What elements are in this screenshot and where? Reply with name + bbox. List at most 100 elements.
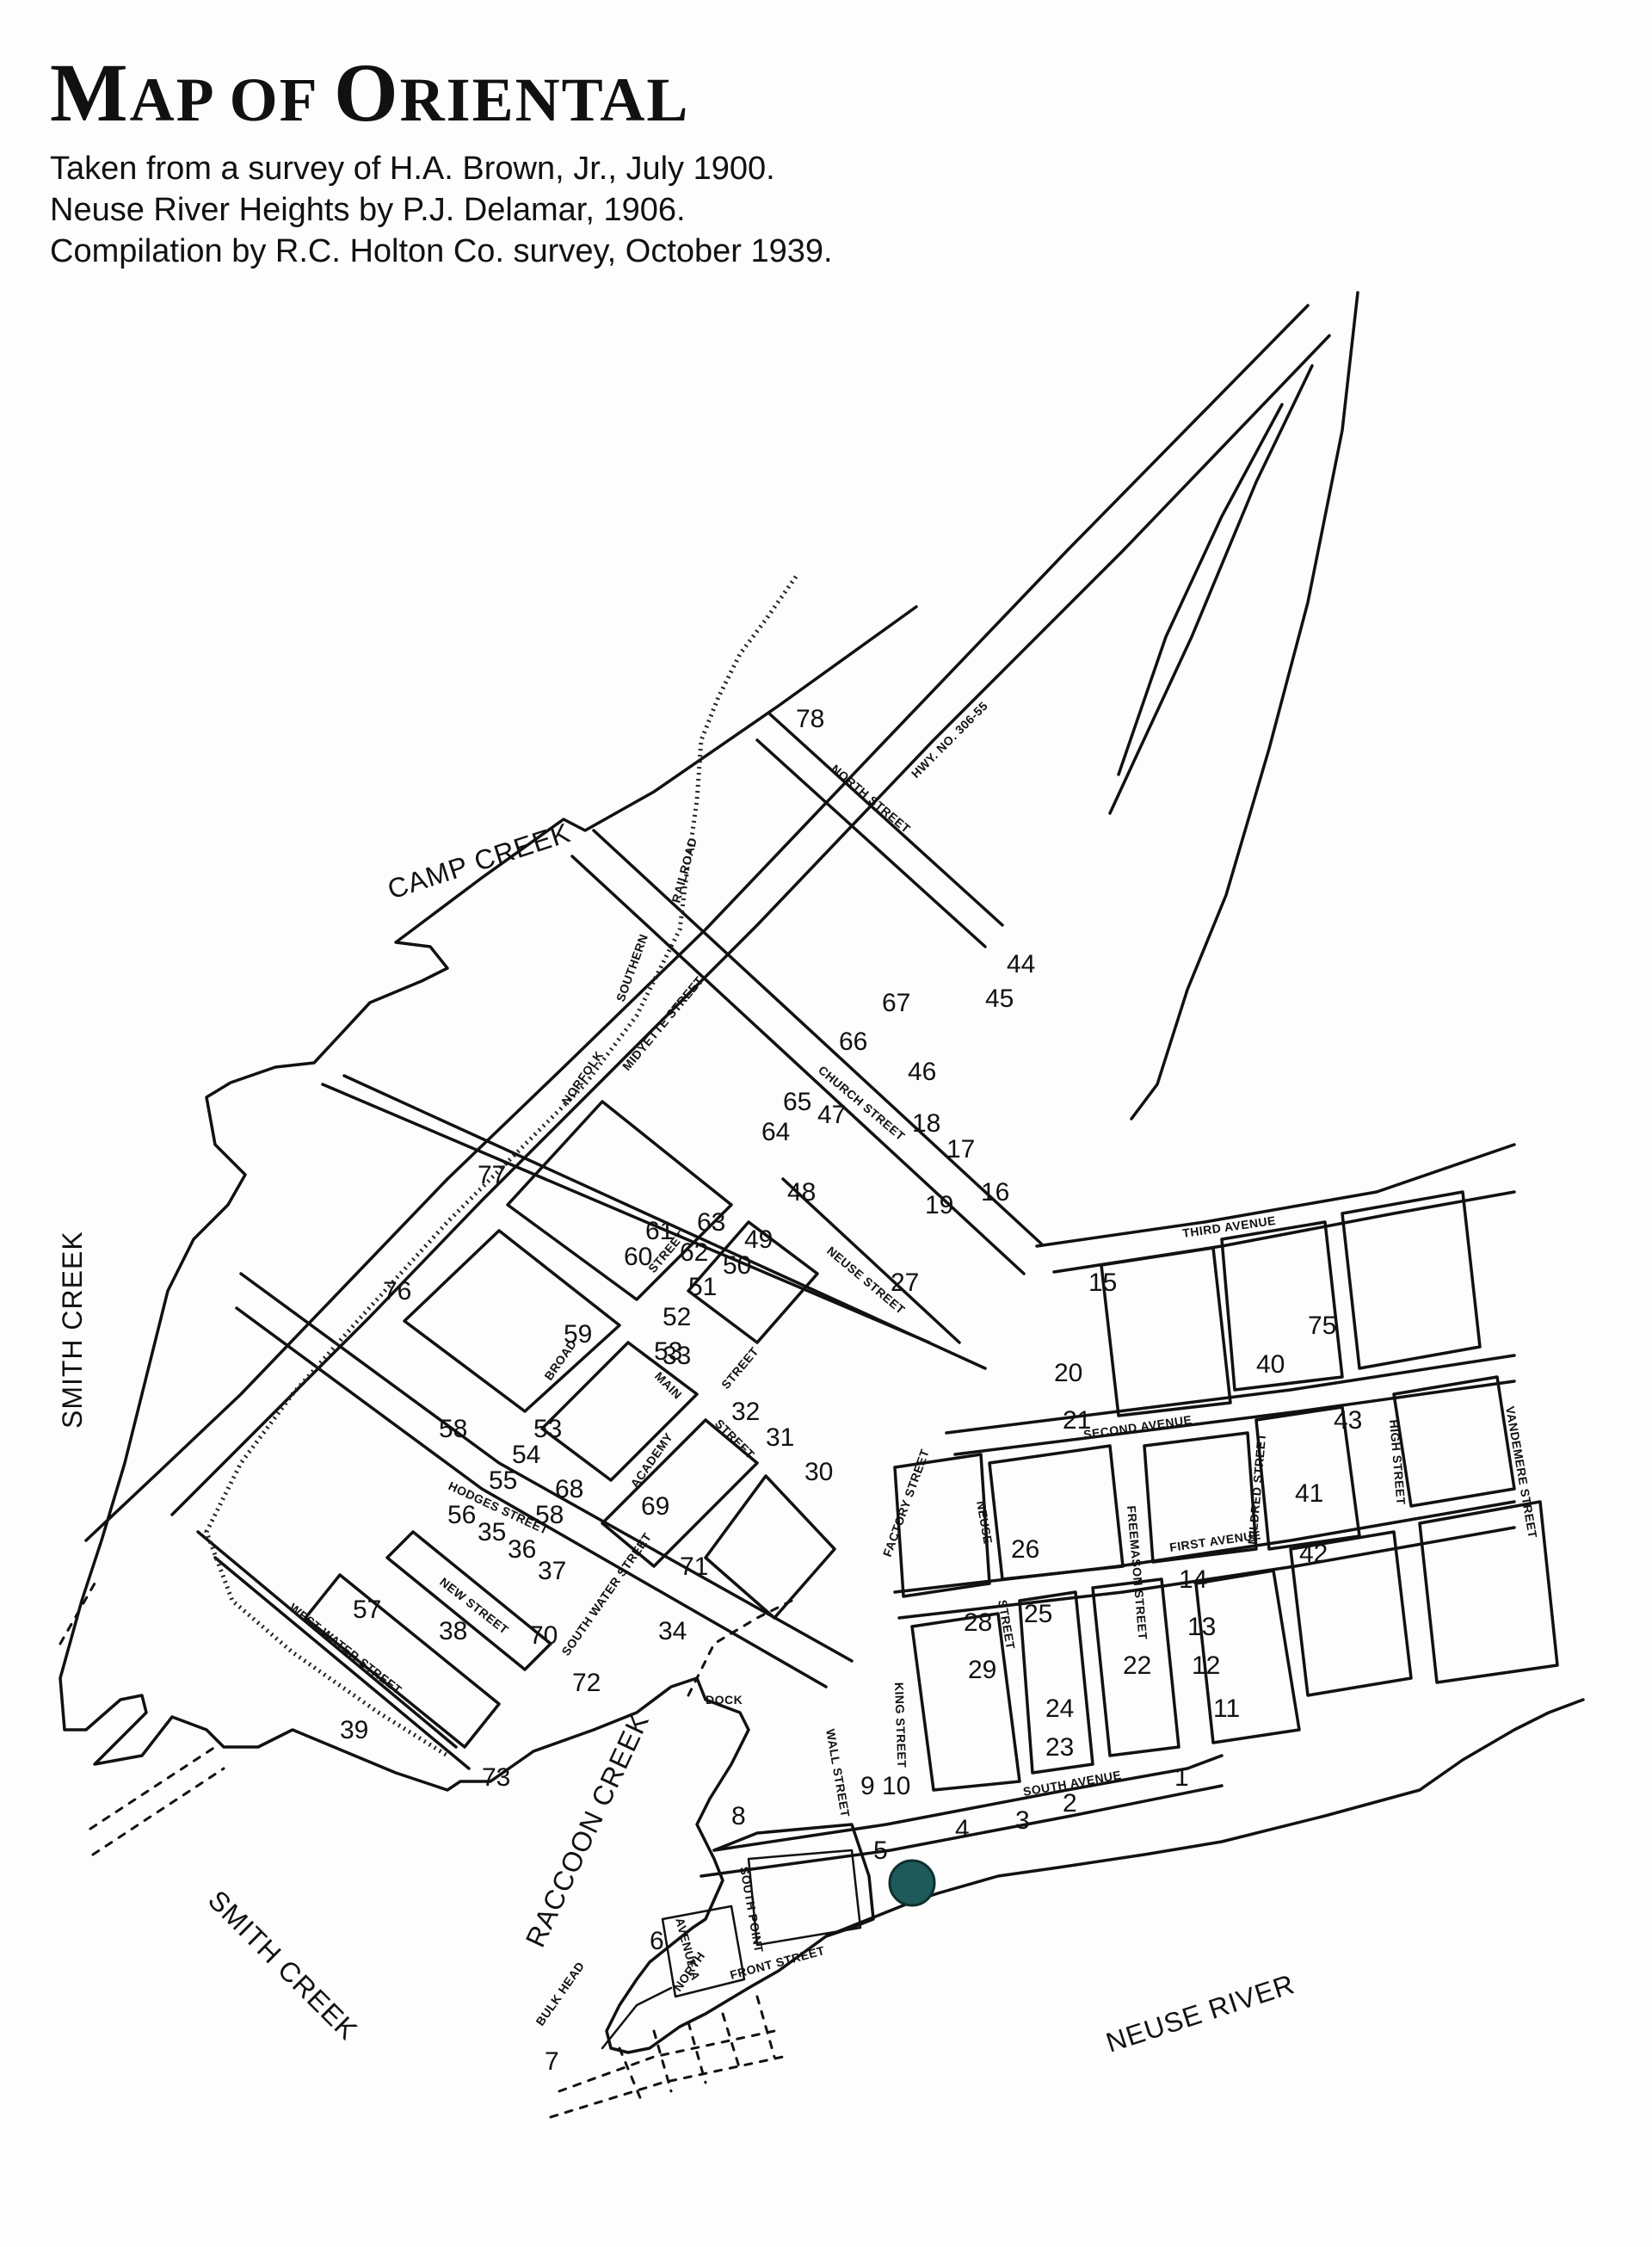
lot-number-44: 44 xyxy=(1007,950,1035,978)
block-inner-north xyxy=(506,1100,733,1301)
street-label-factory-street: FACTORY STREET xyxy=(880,1448,932,1559)
lot-number-7: 7 xyxy=(545,2047,559,2076)
block-west-2 xyxy=(540,1341,699,1482)
lot-number-43: 43 xyxy=(1334,1406,1362,1435)
lot-number-11: 11 xyxy=(1213,1695,1240,1723)
block-east-6 xyxy=(1289,1530,1413,1697)
lot-number-29: 29 xyxy=(968,1656,996,1684)
title-rest-1: AP OF xyxy=(129,65,334,134)
north-street-b xyxy=(755,738,987,948)
street-label-south-water-street: SOUTH WATER STREET xyxy=(558,1530,654,1658)
street-label-main-street-b: STREET xyxy=(718,1344,761,1392)
lot-number-54: 54 xyxy=(512,1441,540,1469)
lot-number-48: 48 xyxy=(787,1178,816,1207)
highway-inner-edge-2 xyxy=(1117,403,1284,776)
block-west-5 xyxy=(385,1530,552,1671)
lot-number-62: 62 xyxy=(680,1238,708,1267)
lot-number-70: 70 xyxy=(529,1621,558,1650)
lot-number-51: 51 xyxy=(688,1273,717,1301)
water-label-smith-creek-vertical: SMITH CREEK xyxy=(57,1231,88,1429)
pier-lines xyxy=(618,1995,776,2102)
block-east-5 xyxy=(1392,1375,1516,1508)
lot-number-64: 64 xyxy=(761,1118,790,1146)
cross-street-4 xyxy=(196,1530,458,1749)
lot-number-67: 67 xyxy=(882,989,910,1017)
second-avenue xyxy=(945,1354,1516,1435)
lot-number-31: 31 xyxy=(766,1423,794,1452)
second-avenue-b xyxy=(953,1380,1516,1456)
lot-number-57: 57 xyxy=(353,1596,381,1624)
lot-number-65: 65 xyxy=(783,1088,811,1116)
lot-number-75: 75 xyxy=(1308,1312,1336,1340)
block-west-4 xyxy=(704,1474,836,1620)
lot-number-19: 19 xyxy=(925,1191,953,1219)
lot-number-63: 63 xyxy=(697,1208,725,1237)
lot-number-4: 4 xyxy=(955,1815,970,1843)
lot-number-76: 76 xyxy=(383,1277,411,1306)
block-west-6 xyxy=(304,1573,501,1749)
lot-number-32: 32 xyxy=(731,1398,760,1426)
street-label-hwy: HWY. NO. 306-55 xyxy=(909,699,990,781)
street-label-neuse-street-short: NEUSE xyxy=(974,1500,996,1546)
lot-number-2: 2 xyxy=(1063,1789,1077,1818)
lot-number-1: 1 xyxy=(1174,1763,1189,1792)
lot-number-53: 53 xyxy=(654,1337,682,1366)
lot-number-18: 18 xyxy=(912,1109,940,1138)
block-east-7 xyxy=(1418,1500,1559,1684)
third-avenue xyxy=(1035,1143,1516,1248)
lot-number-14: 14 xyxy=(1179,1565,1207,1594)
lot-number-38: 38 xyxy=(439,1617,467,1645)
lot-number-77: 77 xyxy=(478,1161,506,1189)
lot-number-5: 5 xyxy=(873,1836,888,1865)
lot-number-37: 37 xyxy=(538,1557,566,1585)
lot-number-50: 50 xyxy=(723,1251,751,1280)
dock-dashed xyxy=(687,1599,793,1697)
bulkhead-edge xyxy=(601,1986,673,2050)
lot-number-30: 30 xyxy=(804,1458,833,1486)
lot-number-78: 78 xyxy=(796,705,824,733)
street-label-midyette-street: MIDYETTE STREET xyxy=(620,973,706,1073)
street-label-king-street: KING STREET xyxy=(892,1682,909,1769)
block-east-8 xyxy=(1194,1569,1301,1744)
lot-number-61: 61 xyxy=(645,1217,674,1245)
lot-number-52: 52 xyxy=(663,1303,691,1331)
church-street-b xyxy=(570,855,1026,1275)
lot-number-53: 53 xyxy=(533,1415,562,1443)
lot-number-9: 9 xyxy=(860,1772,875,1800)
subtitle-line-3: Compilation by R.C. Holton Co. survey, O… xyxy=(50,233,833,269)
lot-number-49: 49 xyxy=(744,1225,773,1254)
street-label-front-street: FRONT STREET xyxy=(729,1943,827,1982)
lot-number-24: 24 xyxy=(1045,1695,1074,1723)
lot-number-71: 71 xyxy=(680,1553,708,1581)
block-west-1 xyxy=(403,1229,621,1413)
lot-number-25: 25 xyxy=(1024,1600,1052,1628)
block-east-13 xyxy=(1143,1431,1258,1564)
lot-number-45: 45 xyxy=(985,985,1014,1013)
lot-number-20: 20 xyxy=(1054,1359,1082,1387)
street-label-southern: SOUTHERN xyxy=(613,932,650,1003)
lot-number-55: 55 xyxy=(489,1466,517,1495)
street-label-freemason-street: FREEMASON STREET xyxy=(1125,1505,1150,1640)
dashed-southwest-1 xyxy=(89,1745,217,1830)
street-label-high-street: HIGH STREET xyxy=(1387,1419,1409,1506)
block-east-2 xyxy=(1220,1220,1344,1392)
south-avenue xyxy=(712,1754,1224,1852)
lot-number-36: 36 xyxy=(508,1535,536,1564)
pier-outline xyxy=(549,2029,785,2119)
highway-inner-edge xyxy=(1108,364,1314,815)
block-inner-mid xyxy=(687,1220,819,1344)
subtitle-line-1: Taken from a survey of H.A. Brown, Jr., … xyxy=(50,151,775,187)
lot-number-28: 28 xyxy=(964,1608,992,1637)
lot-number-56: 56 xyxy=(447,1501,476,1529)
title-initial-o: O xyxy=(333,46,400,139)
lot-number-68: 68 xyxy=(555,1475,583,1503)
block-east-12 xyxy=(988,1444,1125,1581)
raccoon-creek-south xyxy=(712,1823,875,1938)
lot-number-22: 22 xyxy=(1123,1651,1151,1680)
block-east-3 xyxy=(1341,1190,1482,1370)
lot-number-21: 21 xyxy=(1063,1406,1091,1435)
street-label-vandemere-street: VANDEMERE STREET xyxy=(1503,1405,1540,1540)
street-label-railroad: RAILROAD xyxy=(669,836,700,904)
street-label-bulk-head: BULK HEAD xyxy=(533,1959,587,2028)
lot-number-23: 23 xyxy=(1045,1733,1074,1762)
